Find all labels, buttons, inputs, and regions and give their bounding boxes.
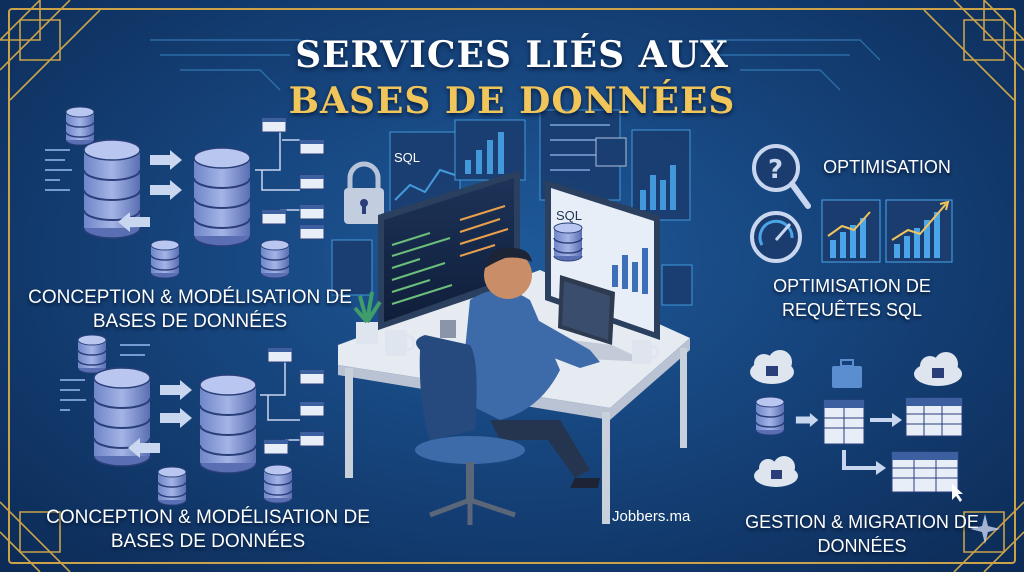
lock-icon xyxy=(344,161,384,224)
ornament-corner-bottom-right xyxy=(904,452,1024,572)
cloud-lock-icon xyxy=(914,352,962,386)
schema-diagram-bottom xyxy=(60,334,325,506)
table-icon xyxy=(905,397,963,437)
page-title-line-2: Bases de données xyxy=(288,80,736,122)
decorative-frame xyxy=(8,8,1016,564)
section-label-conception-top: Conception & Modélisation de bases de do… xyxy=(28,287,352,332)
migration-diagram xyxy=(750,350,963,502)
section-label-sql-queries: Optimisation de requêtes SQL xyxy=(773,276,931,320)
svg-text:?: ? xyxy=(768,155,783,185)
sql-panel-label: SQL xyxy=(394,150,420,165)
sql-screen-label: SQL xyxy=(556,208,582,223)
schema-diagram-top xyxy=(45,106,325,279)
section-label-optimisation: Optimisation xyxy=(823,157,951,177)
cloud-lock-icon xyxy=(750,350,794,384)
sparkle-icon xyxy=(970,514,1000,544)
section-label-migration: Gestion & Migration de données xyxy=(745,512,979,556)
developer-desk-scene: SQL xyxy=(338,170,690,525)
ornament-corner-top-right xyxy=(904,0,1024,120)
table-icon xyxy=(891,451,959,493)
page-title-line-1: Services liés aux xyxy=(295,34,729,76)
cloud-lock-icon xyxy=(754,456,798,487)
ornament-corner-top-left xyxy=(0,0,120,120)
chart-icon xyxy=(821,199,953,263)
briefcase-icon xyxy=(832,359,862,388)
table-icon xyxy=(823,399,865,445)
search-icon: ? xyxy=(752,144,811,209)
brand-watermark: Jobbers.ma xyxy=(612,508,691,525)
section-label-conception-bottom: Conception & Modélisation de bases de do… xyxy=(46,507,370,552)
cursor-icon xyxy=(952,484,963,502)
gauge-icon xyxy=(750,211,802,263)
ornament-corner-bottom-left xyxy=(0,452,120,572)
